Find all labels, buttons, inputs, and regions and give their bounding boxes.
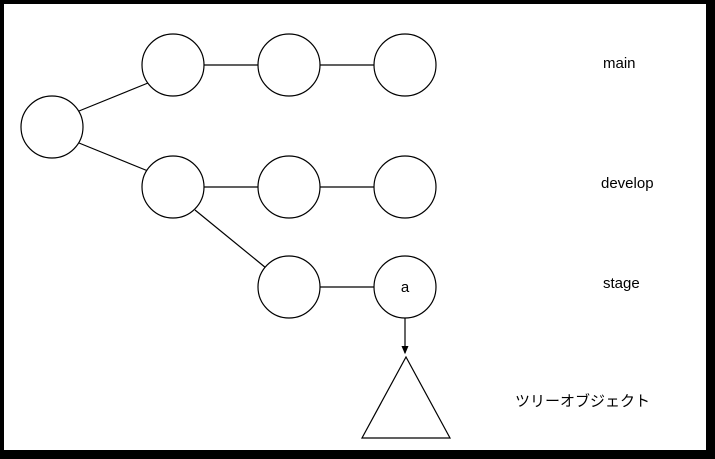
branch-label-main: main: [603, 55, 636, 72]
edge-develop-1-to-stage-1: [194, 209, 267, 269]
node-main-3[interactable]: [373, 33, 437, 97]
node-develop-3[interactable]: [373, 155, 437, 219]
frame-border-top: [0, 0, 715, 4]
frame-border-left: [0, 0, 4, 459]
node-develop-1[interactable]: [141, 155, 205, 219]
node-stage-1[interactable]: [257, 255, 321, 319]
node-tree-object-triangle[interactable]: [360, 355, 452, 439]
node-root[interactable]: [20, 95, 84, 159]
node-main-1[interactable]: [141, 33, 205, 97]
edge-root-to-develop-1: [78, 142, 149, 172]
branch-label-stage: stage: [603, 275, 640, 292]
node-main-2[interactable]: [257, 33, 321, 97]
frame-border-bottom: [0, 450, 715, 459]
edge-root-to-main-1: [78, 82, 149, 112]
node-stage-2-label: a: [401, 279, 410, 296]
node-stage-2[interactable]: [373, 255, 437, 319]
branch-label-develop: develop: [601, 175, 654, 192]
node-develop-2[interactable]: [257, 155, 321, 219]
branch-label-tree-object: ツリーオブジェクト: [515, 393, 651, 410]
frame-border-right: [706, 0, 715, 459]
